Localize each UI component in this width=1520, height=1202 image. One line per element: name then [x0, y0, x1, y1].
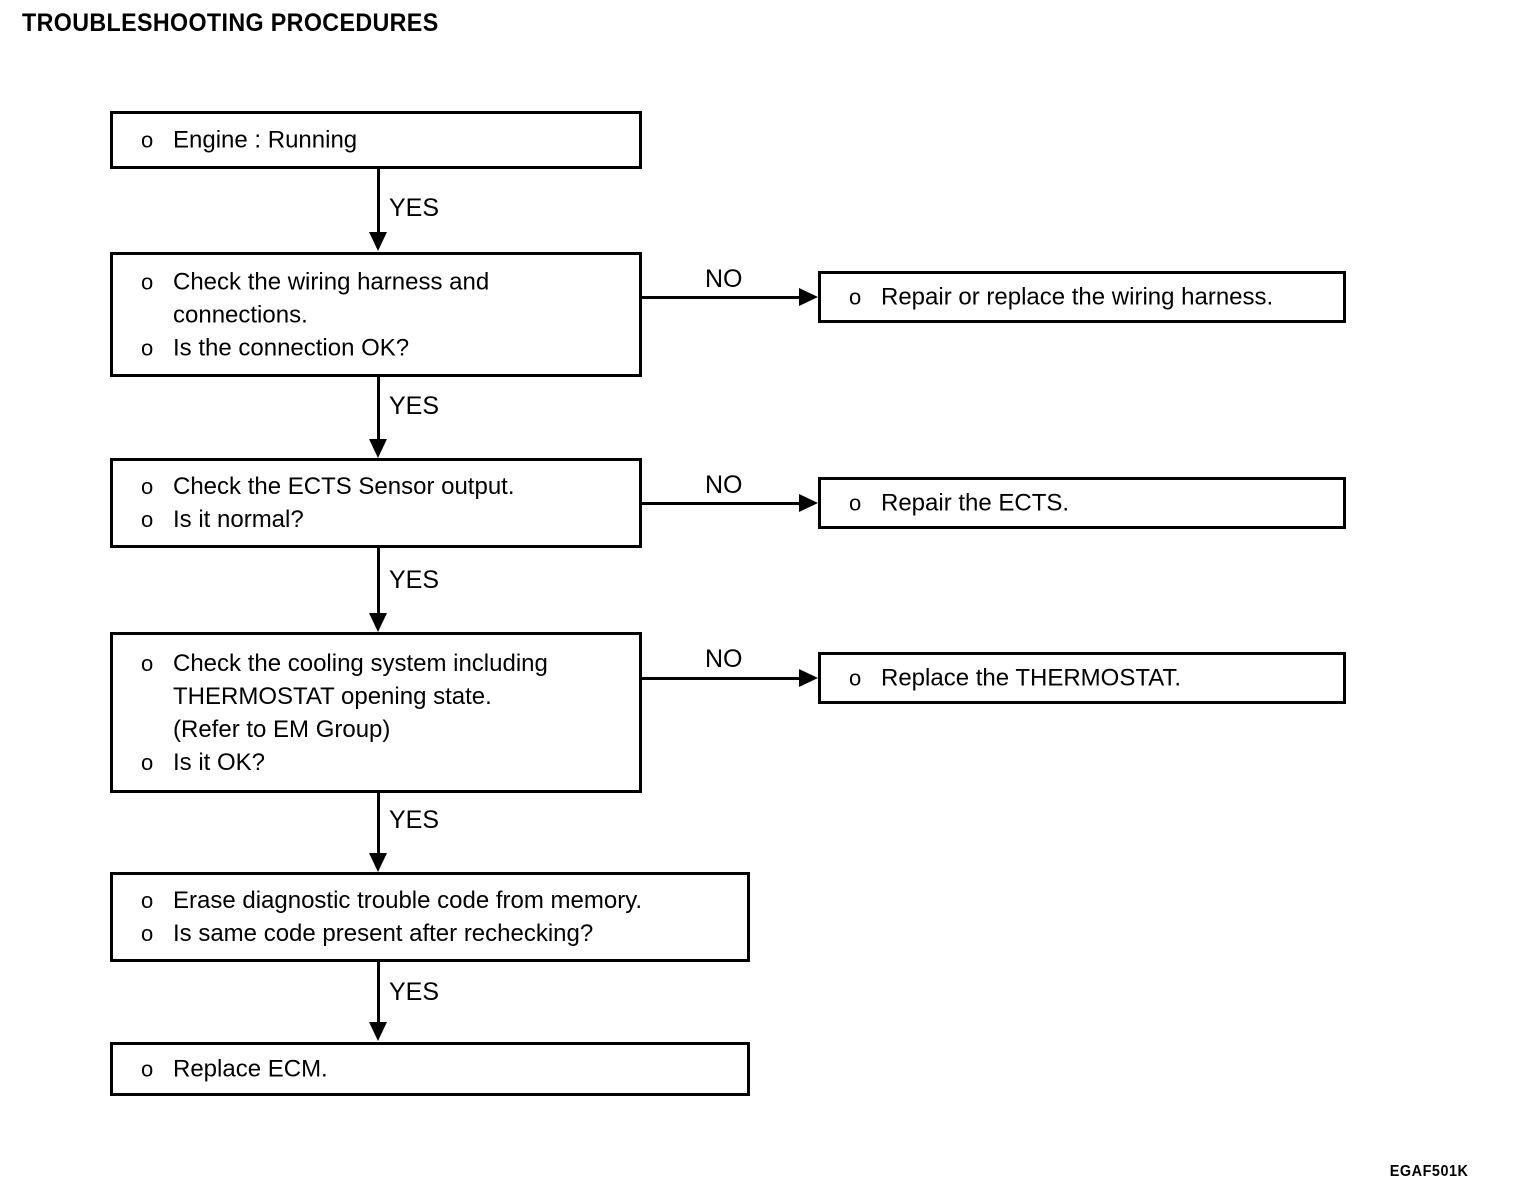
bullet-marker: o [141, 507, 154, 532]
bullet-marker: o [141, 474, 154, 499]
edge-ects-to-cooling [377, 548, 380, 614]
list-item-text: Check the cooling system including [173, 649, 548, 677]
node-check-ects-lines: o Check the ECTS Sensor output. o Is it … [141, 470, 633, 536]
node-check-cooling-system-lines: o Check the cooling system including o T… [141, 647, 633, 779]
arrow-down-icon [369, 232, 387, 251]
figure-reference-code: EGAF501K [1389, 1163, 1468, 1180]
edge-wiring-to-repair [642, 296, 800, 299]
node-replace-ecm-lines: o Replace ECM. [141, 1053, 741, 1086]
node-repair-wiring-harness: o Repair or replace the wiring harness. [818, 271, 1346, 323]
edge-label-yes-2: YES [389, 392, 440, 420]
node-repair-wiring-harness-lines: o Repair or replace the wiring harness. [849, 281, 1337, 314]
list-item-text: Engine : Running [173, 126, 358, 154]
node-repair-ects-lines: o Repair the ECTS. [849, 487, 1337, 520]
bullet-marker: o [849, 284, 862, 310]
arrow-down-icon [369, 853, 387, 872]
bullet-marker: o [849, 490, 862, 516]
edge-cooling-to-erase [377, 793, 380, 854]
edge-label-no-1: NO [705, 265, 743, 293]
list-item-text: Check the ECTS Sensor output. [173, 473, 515, 500]
list-item: o Check the ECTS Sensor output. [141, 470, 633, 503]
list-item-text: (Refer to EM Group) [173, 715, 391, 743]
edge-label-yes-4: YES [389, 806, 440, 834]
node-check-ects: o Check the ECTS Sensor output. o Is it … [110, 458, 642, 548]
arrow-right-icon [799, 669, 818, 687]
bullet-marker: o [141, 1056, 154, 1082]
list-item: o Replace ECM. [141, 1053, 741, 1086]
node-repair-ects: o Repair the ECTS. [818, 477, 1346, 529]
list-item-text: Is it OK? [173, 748, 266, 776]
list-item-text: Replace ECM. [173, 1055, 328, 1083]
bullet-marker: o [141, 650, 154, 676]
node-erase-trouble-code: o Erase diagnostic trouble code from mem… [110, 872, 750, 962]
list-item-text: connections. [173, 301, 308, 328]
node-erase-trouble-code-lines: o Erase diagnostic trouble code from mem… [141, 884, 741, 950]
list-item: o Repair the ECTS. [849, 487, 1337, 520]
list-item-text: Repair the ECTS. [881, 489, 1070, 517]
list-item-text: Is it normal? [173, 506, 304, 533]
bullet-marker: o [141, 888, 154, 913]
list-item-text: Is the connection OK? [173, 334, 410, 361]
list-item: o Is same code present after rechecking? [141, 917, 741, 950]
node-engine-running: o Engine : Running [110, 111, 642, 169]
node-check-wiring: o Check the wiring harness and o connect… [110, 252, 642, 377]
list-item: o Check the cooling system including [141, 647, 633, 680]
list-item-continuation: o connections. [141, 298, 633, 331]
edge-cooling-to-thermostat [642, 677, 800, 680]
bullet-marker: o [849, 665, 862, 691]
edge-wiring-to-ects [377, 377, 380, 440]
node-check-wiring-lines: o Check the wiring harness and o connect… [141, 265, 633, 364]
list-item-text: Is same code present after rechecking? [173, 920, 594, 947]
edge-label-yes-1: YES [389, 194, 440, 222]
edge-label-yes-5: YES [389, 978, 440, 1006]
list-item-text: Replace the THERMOSTAT. [881, 664, 1182, 692]
list-item-continuation: o THERMOSTAT opening state. [141, 680, 633, 713]
arrow-right-icon [799, 494, 818, 512]
list-item: o Check the wiring harness and [141, 265, 633, 298]
list-item: o Is the connection OK? [141, 331, 633, 364]
list-item-text: THERMOSTAT opening state. [173, 682, 492, 710]
arrow-down-icon [369, 613, 387, 632]
list-item: o Is it normal? [141, 503, 633, 536]
list-item: o Erase diagnostic trouble code from mem… [141, 884, 741, 917]
edge-label-no-2: NO [705, 471, 743, 499]
edge-engine-to-wiring [377, 169, 380, 233]
bullet-marker: o [141, 269, 154, 294]
list-item: o Is it OK? [141, 746, 633, 779]
list-item-text: Check the wiring harness and [173, 268, 490, 295]
page-title: TROUBLESHOOTING PROCEDURES [22, 9, 439, 37]
list-item-continuation: o (Refer to EM Group) [141, 713, 633, 746]
list-item: o Repair or replace the wiring harness. [849, 281, 1337, 314]
edge-label-yes-3: YES [389, 566, 440, 594]
list-item-text: Erase diagnostic trouble code from memor… [173, 887, 643, 914]
node-check-cooling-system: o Check the cooling system including o T… [110, 632, 642, 793]
list-item: o Replace the THERMOSTAT. [849, 662, 1337, 695]
bullet-marker: o [141, 921, 154, 946]
arrow-down-icon [369, 439, 387, 458]
node-replace-ecm: o Replace ECM. [110, 1042, 750, 1096]
node-engine-running-lines: o Engine : Running [141, 124, 633, 157]
arrow-down-icon [369, 1022, 387, 1041]
node-replace-thermostat: o Replace the THERMOSTAT. [818, 652, 1346, 704]
list-item-text: Repair or replace the wiring harness. [881, 283, 1274, 311]
edge-ects-to-repair [642, 502, 800, 505]
list-item: o Engine : Running [141, 124, 633, 157]
arrow-right-icon [799, 288, 818, 306]
bullet-marker: o [141, 127, 154, 153]
edge-label-no-3: NO [705, 645, 743, 673]
bullet-marker: o [141, 749, 154, 775]
bullet-marker: o [141, 335, 154, 360]
node-replace-thermostat-lines: o Replace the THERMOSTAT. [849, 662, 1337, 695]
edge-erase-to-ecm [377, 962, 380, 1023]
